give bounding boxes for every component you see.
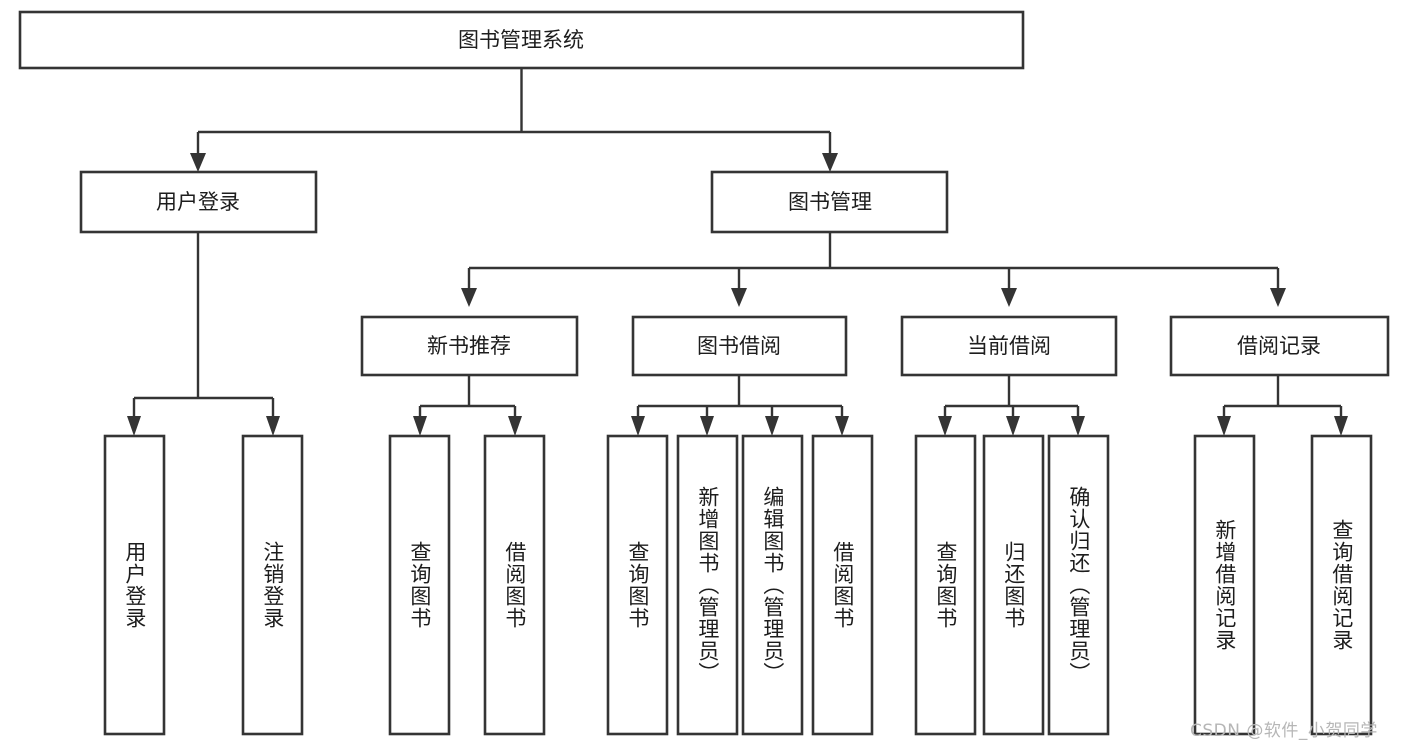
arrow-user-login-leaf1: [127, 416, 141, 436]
arrow-user-login-leaf2: [266, 416, 280, 436]
arrow-to-book-manage: [822, 153, 838, 172]
arrow-current-borrow-leaf2: [1006, 416, 1020, 436]
arrow-current-borrow-leaf3: [1071, 416, 1085, 436]
leaf-borrow-records-1-box[interactable]: [1193, 434, 1256, 736]
arrow-book-borrow-leaf1: [631, 416, 645, 436]
arrow-book-borrow-leaf4: [835, 416, 849, 436]
arrow-book-borrow-leaf3: [765, 416, 779, 436]
node-borrow-records-label: 借阅记录: [1237, 334, 1321, 358]
connector-layer: [127, 68, 1348, 436]
arrow-to-user-login: [190, 153, 206, 172]
node-borrow-records-box[interactable]: [1169, 315, 1390, 377]
arrow-new-book-leaf1: [413, 416, 427, 436]
node-new-book-label: 新书推荐: [427, 334, 511, 358]
node-current-borrow-box[interactable]: [900, 315, 1118, 377]
node-book-manage-label: 图书管理: [788, 190, 872, 214]
leaf-book-borrow-1-box[interactable]: [606, 434, 669, 736]
leaf-new-book-1-box[interactable]: [388, 434, 451, 736]
leaf-current-borrow-2-box[interactable]: [982, 434, 1045, 736]
node-current-borrow-label: 当前借阅: [967, 334, 1051, 358]
arrow-to-book-borrow: [731, 288, 747, 307]
leaf-borrow-records-2-box[interactable]: [1310, 434, 1373, 736]
node-book-borrow-box[interactable]: [631, 315, 848, 377]
node-book-borrow-label: 图书借阅: [697, 334, 781, 358]
node-book-manage-box[interactable]: [710, 170, 949, 234]
arrow-borrow-records-leaf2: [1334, 416, 1348, 436]
arrow-to-borrow-records: [1270, 288, 1286, 307]
leaf-user-login-1-box[interactable]: [103, 434, 166, 736]
node-root-box[interactable]: [18, 10, 1025, 70]
leaf-book-borrow-4-box[interactable]: [811, 434, 874, 736]
leaf-user-login-2-box[interactable]: [241, 434, 304, 736]
arrow-new-book-leaf2: [508, 416, 522, 436]
csdn-watermark: CSDN @软件_小贺同学: [1190, 721, 1378, 741]
leaf-new-book-2-box[interactable]: [483, 434, 546, 736]
leaf-book-borrow-3-box[interactable]: [741, 434, 804, 736]
arrow-to-current-borrow: [1001, 288, 1017, 307]
node-new-book-box[interactable]: [360, 315, 579, 377]
node-root-label: 图书管理系统: [458, 28, 584, 52]
node-user-login-box[interactable]: [79, 170, 318, 234]
arrow-book-borrow-leaf2: [700, 416, 714, 436]
leaf-current-borrow-1-box[interactable]: [914, 434, 977, 736]
node-layer: 图书管理系统 用户登录 图书管理 新书推荐 图书借阅 当前借阅 借阅记录: [18, 10, 1390, 736]
node-user-login-label: 用户登录: [156, 190, 240, 214]
arrow-to-new-book: [461, 288, 477, 307]
arrow-borrow-records-leaf1: [1217, 416, 1231, 436]
arrow-current-borrow-leaf1: [938, 416, 952, 436]
leaf-book-borrow-2-box[interactable]: [676, 434, 739, 736]
leaf-current-borrow-3-box[interactable]: [1047, 434, 1110, 736]
